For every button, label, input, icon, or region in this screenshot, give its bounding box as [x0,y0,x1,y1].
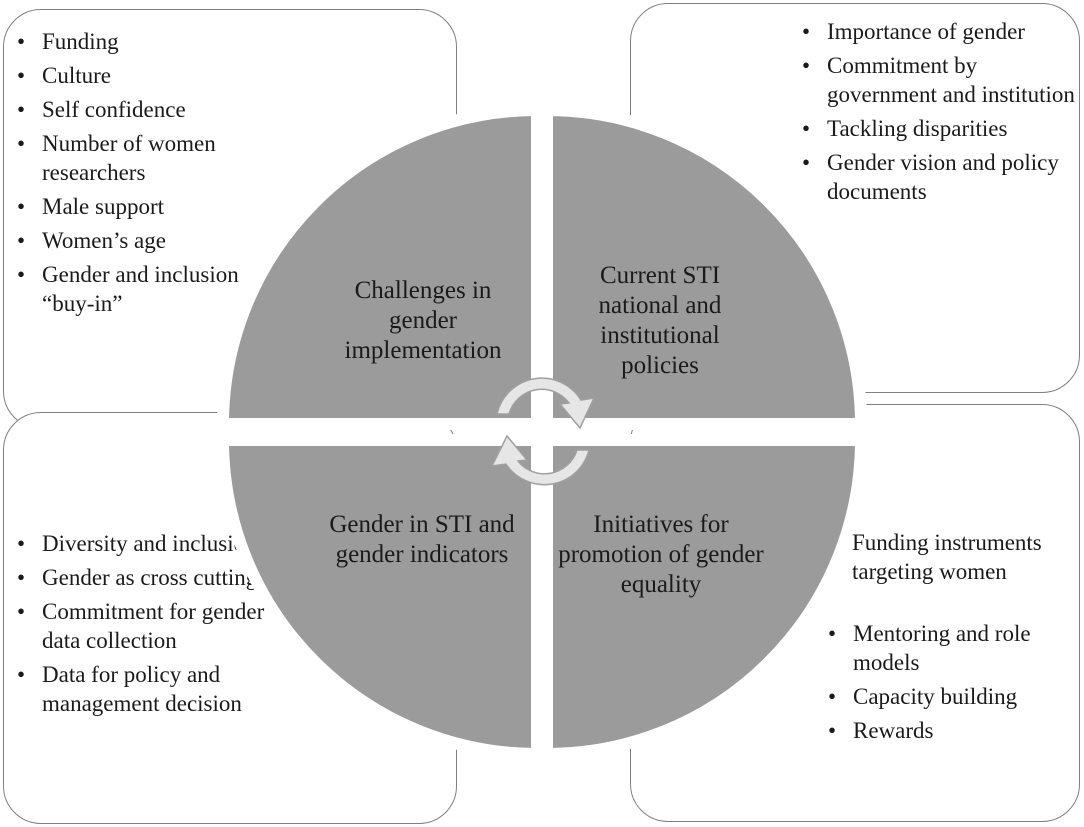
bullet-icon: • [802,150,811,175]
bullet-icon: • [17,228,26,253]
quadrant-bottom-left [216,434,543,761]
bullet-icon: • [802,53,811,78]
bullet-icon: • [17,262,26,287]
list-item-text: Culture [42,63,111,88]
list-item: • Diversity and inclusion [2,529,302,558]
list-item: • Self confidence [2,95,292,124]
list-item-text: Commitment for gender data collection [42,599,265,653]
quadrant-title-indicators: Gender in STI and gender indicators [329,511,515,568]
list-item-text: Tackling disparities [827,116,1008,141]
list-item: • Mentoring and role models [813,619,1083,677]
list-item: • Number of women researchers [2,129,292,187]
bullet-icon: • [17,97,26,122]
list-initiatives: • Mentoring and role models • Capacity buil… [813,619,1083,750]
list-policies: • Importance of gender • Commitment by gove… [787,17,1082,211]
bullet-icon: • [17,531,26,556]
list-item-text: Mentoring and role models [853,621,1031,675]
list-item: • Commitment for gender data collection [2,597,302,655]
quadrant-title-initiatives: Initiatives for promotion of gender equa… [558,511,764,598]
list-item: • Importance of gender [787,17,1082,46]
list-item: • Tackling disparities [787,114,1082,143]
bullet-icon: • [17,131,26,156]
quadrant-bottom-right [541,434,868,761]
list-item: • Culture [2,61,292,90]
bullet-icon: • [828,621,837,646]
list-item: • Gender and inclusion “buy-in” [2,260,292,318]
bullet-icon: • [828,718,837,743]
bullet-icon: • [802,116,811,141]
list-item-text: Self confidence [42,97,186,122]
list-item-text: Diversity and inclusion [42,531,257,556]
list-item-text: Rewards [853,718,934,743]
list-item-text: Importance of gender [827,19,1025,44]
list-item-text: Commitment by government and institution [827,53,1075,107]
list-item: • Data for policy and management decision [2,660,302,718]
bullet-icon: • [17,662,26,687]
list-item-text: Gender vision and policy documents [827,150,1059,204]
funding-instruments-text: Funding instruments targeting women [852,530,1042,584]
bullet-icon: • [17,29,26,54]
quadrant-title-policies: Current STI national and institutional p… [598,262,722,379]
quadrant-top-left [216,103,543,430]
list-item-text: Gender and inclusion “buy-in” [42,262,239,316]
list-item-text: Women’s age [42,228,166,253]
bullet-icon: • [17,63,26,88]
bullet-icon: • [17,599,26,624]
list-item-text: Male support [42,194,165,219]
list-item: • Male support [2,192,292,221]
list-item: • Gender vision and policy documents [787,148,1082,206]
list-item: • Funding [2,27,292,56]
quadrant-top-right [541,103,868,430]
list-item-text: Funding [42,29,119,54]
list-item-text: Number of women researchers [42,131,216,185]
list-item: • Women’s age [2,226,292,255]
list-item: • Capacity building [813,682,1083,711]
list-challenges: • Funding • Culture • Self confidence • Number … [2,27,292,323]
bullet-icon: • [17,194,26,219]
quadrant-title-challenges: Challenges in gender implementation [344,277,502,364]
list-item-text: Data for policy and management decision [42,662,242,716]
cycle-arrows-icon [490,377,596,486]
bullet-icon: • [828,684,837,709]
list-item-text: Capacity building [853,684,1018,709]
list-item: • Rewards [813,716,1083,745]
bullet-icon: • [802,19,811,44]
bullet-icon: • [17,565,26,590]
list-item: • Commitment by government and institutio… [787,51,1082,109]
